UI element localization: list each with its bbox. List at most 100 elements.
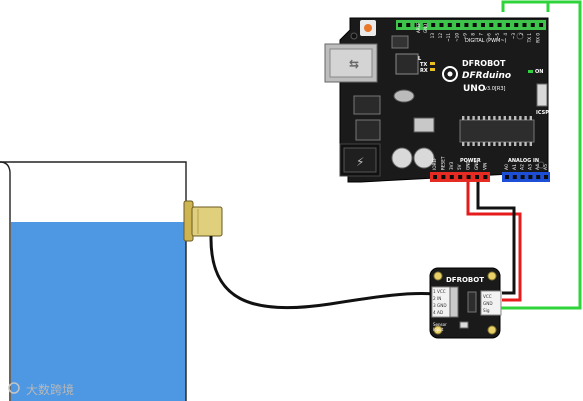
board-brand: DFROBOT	[462, 59, 506, 68]
header-hole	[522, 23, 527, 27]
led-rx-label: RX	[420, 68, 428, 74]
power-pin-label: 5V	[457, 164, 462, 170]
digital-pin-label: ~10	[454, 33, 459, 42]
power-label: POWER	[460, 158, 481, 164]
digital-pin-label: 8	[471, 33, 476, 36]
icsp-label: ICSP	[536, 110, 549, 116]
power-pin-label: GND	[466, 160, 471, 170]
header-hole	[458, 175, 463, 179]
sensor-output-pin-label: Sig	[483, 308, 490, 313]
power-pin-label: VIN	[482, 163, 487, 170]
arduino-board: ⇆ ⚡ DFROBOT DFRduino UNO v3.0[R3] DIGITA…	[324, 17, 550, 183]
power-pin-label: IOREF	[432, 157, 437, 170]
digital-pin-label: 13	[430, 33, 435, 39]
header-hole	[544, 175, 548, 179]
analog-pin-label: A3	[527, 164, 533, 170]
led-tx-label: TX	[420, 62, 427, 68]
header-hole	[536, 175, 541, 179]
usb-chip	[395, 53, 419, 75]
header-hole	[447, 23, 452, 27]
header-hole	[489, 23, 494, 27]
header-hole	[431, 23, 436, 27]
liquid-level-probe	[183, 200, 223, 242]
header-hole	[398, 23, 402, 27]
digital-header	[430, 20, 546, 30]
header-hole	[466, 175, 471, 179]
sensor-output-pin-label: GND	[483, 301, 493, 306]
analog-header	[502, 172, 550, 182]
header-hole	[483, 175, 488, 179]
aref-label: AREF	[416, 22, 421, 33]
digital-pin-label: ~11	[446, 33, 451, 42]
digital-pin-label: TX 1	[527, 33, 532, 44]
digital-pin-label: 7	[479, 33, 484, 36]
usb-icon: ⇆	[349, 57, 359, 71]
header-hole	[464, 23, 469, 27]
beaker	[0, 161, 187, 401]
header-hole	[414, 23, 419, 27]
sensor-output-pin-label: VCC	[483, 294, 492, 299]
header-hole	[406, 23, 411, 27]
header-hole	[512, 175, 517, 179]
digital-pin-label: RX 0	[535, 33, 540, 43]
digital-pin-label: ~9	[462, 33, 467, 40]
capacitor	[391, 147, 413, 169]
reset-button	[364, 24, 372, 32]
header-hole	[528, 175, 533, 179]
header-hole	[475, 175, 479, 179]
sensor-input-pin-label: 1 VCC	[433, 289, 446, 294]
analog-label: ANALOG IN	[508, 158, 539, 164]
wire-signal-green	[498, 0, 582, 310]
wire-digital-green-top	[501, 0, 550, 12]
sensor-input-pin-label: 4 AD	[433, 310, 443, 315]
header-hole	[539, 23, 544, 27]
power-pin-label: RESET	[440, 156, 445, 170]
icsp-header	[536, 83, 548, 107]
power-pin-label: GND	[474, 160, 479, 170]
header-hole	[433, 175, 437, 179]
digital-pin-label: ~5	[495, 33, 500, 40]
digital-header-left	[396, 20, 430, 30]
sensor-caption: Sensor Input	[433, 322, 448, 332]
water-level	[11, 222, 186, 401]
crystal	[393, 89, 415, 103]
digital-pin-label: ~3	[511, 33, 516, 40]
digital-pin-label: ~6	[487, 33, 492, 40]
beaker-inner-wall	[0, 161, 11, 401]
header-hole	[439, 23, 444, 27]
lightning-icon: ⚡	[356, 155, 364, 169]
header-hole	[505, 175, 509, 179]
header-hole	[505, 23, 510, 27]
board-model: DFRduino	[462, 71, 511, 81]
analog-pin-label: A2	[520, 164, 526, 170]
gnd-label: GND	[423, 24, 428, 33]
power-pin-label: 3V3	[449, 161, 454, 170]
capacitor	[413, 147, 435, 169]
analog-pin-label: A4	[535, 164, 541, 170]
watermark-text: 大数跨境	[26, 382, 74, 397]
watermark: 大数跨境	[8, 382, 74, 397]
header-hole	[497, 23, 502, 27]
header-hole	[441, 175, 446, 179]
dfrobot-gear-icon	[442, 66, 458, 82]
header-hole	[514, 23, 519, 27]
analog-pin-label: A0	[504, 164, 510, 170]
header-hole	[456, 23, 461, 27]
wire-vcc-red	[466, 182, 522, 302]
probe-cable	[209, 235, 435, 310]
header-hole	[472, 23, 477, 27]
analog-pin-label: A1	[512, 164, 518, 170]
board-version: v3.0[R3]	[484, 86, 506, 92]
watermark-logo-icon	[8, 382, 20, 394]
digital-pin-label: 2	[519, 33, 524, 36]
wire-gnd-black	[476, 182, 516, 295]
digital-pin-label: 4	[503, 33, 508, 36]
sensor-output-connector	[480, 290, 502, 316]
header-hole	[530, 23, 535, 27]
beaker-wall	[0, 161, 187, 401]
led-on-label: ON	[535, 69, 543, 75]
header-hole	[481, 23, 485, 27]
sensor-brand: DFROBOT	[446, 276, 484, 284]
